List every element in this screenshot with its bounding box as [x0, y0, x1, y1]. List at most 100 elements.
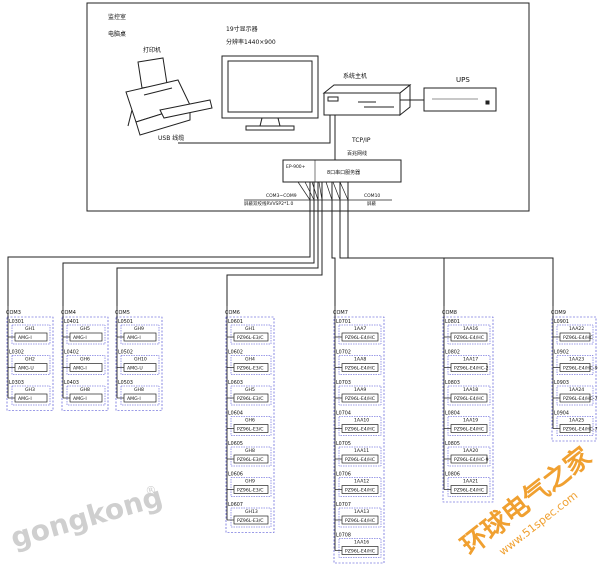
cabinet-name-label: GH8: [80, 387, 90, 393]
loop-id-label: L0805: [445, 441, 460, 447]
cabinet-name-label: GH1: [245, 326, 255, 332]
bus-cabling: [7, 181, 554, 306]
meter-frame: [230, 507, 272, 528]
com-port-label: COM8: [442, 310, 457, 316]
cabinet-name-label: GH9: [245, 479, 255, 485]
cabinet-name-label: 1AA12: [354, 479, 369, 485]
meter-frame: [338, 477, 382, 497]
loop-id-label: L0708: [336, 533, 351, 539]
monitor-icon: [221, 55, 319, 131]
ups-icon: [423, 87, 497, 112]
cabinet-name-label: GH10: [134, 357, 147, 363]
meter-model-label: PZ96L-E4/HC: [454, 488, 484, 494]
bus-line-com4: [62, 182, 315, 306]
monitor-label: 19寸显示器: [226, 25, 258, 33]
meter-frame: [230, 477, 272, 497]
meter-frame: [447, 385, 491, 406]
com-range-label: COM3~COM9: [266, 193, 297, 199]
loop-id-label: L0802: [445, 350, 460, 356]
meter-frame: [230, 355, 272, 375]
loop-id-label: L0803: [445, 380, 460, 386]
cabinet-name-label: 1AA10: [354, 418, 369, 424]
usb-cable-label: USB 线缆: [158, 134, 184, 142]
bus-group-com3: COM3L0301GH1AMG-IL0302GH2AMG-UL0303GH3AM…: [6, 306, 54, 411]
meter-frame: [230, 446, 272, 467]
cabinet-name-label: 1AA22: [569, 326, 584, 332]
meter-frame: [120, 385, 160, 406]
meter-model-label: PZ96L-E3/C: [237, 488, 263, 494]
loop-id-label: L0402: [64, 350, 79, 356]
bus-frame: [6, 316, 54, 411]
bus-group-com4: COM4L0401GH5AMG-IL0402GH6AMG-IL0403GH8AM…: [61, 306, 109, 411]
loop-id-label: L0804: [445, 411, 460, 417]
bus-frame: [115, 316, 163, 411]
loop-id-label: L0901: [554, 319, 569, 325]
meter-model-label: PZ96L-E4/HC-2: [454, 366, 489, 372]
meter-model-label: AMG-I: [73, 366, 87, 372]
meter-frame: [556, 324, 594, 345]
network-cable-label: 百兆网线: [347, 150, 367, 157]
cabinet-name-label: 1AA13: [354, 509, 369, 515]
meter-frame: [447, 416, 491, 436]
cabinet-name-label: 1AA8: [354, 357, 366, 363]
bus-group-com5: COM5L0501GH9AMG-IL0502GH10AMG-UL0503GH8A…: [115, 306, 163, 411]
bus-frame: [442, 316, 494, 503]
meter-model-label: PZ96L-E4/HC: [454, 427, 484, 433]
meter-model-label: PZ96L-E4/HC-9: [563, 366, 598, 372]
shielded-right-label: 屏蔽: [367, 200, 376, 207]
ups-label: UPS: [456, 76, 470, 84]
meter-frame: [338, 324, 382, 345]
gongkong-registered-mark: ®: [144, 483, 158, 499]
meter-model-label: PZ96L-E4/HC: [345, 457, 375, 463]
bus-group-com7: COM7L07011AA7PZ96L-E4/HCL07021AA8PZ96L-E…: [333, 306, 385, 564]
meter-frame: [120, 355, 160, 375]
device-groups: COM3L0301GH1AMG-IL0302GH2AMG-UL0303GH3AM…: [6, 306, 598, 564]
meter-model-label: AMG-U: [18, 366, 34, 372]
cabinet-name-label: GH6: [80, 357, 90, 363]
meter-model-label: AMG-I: [127, 335, 141, 341]
meter-frame: [11, 355, 51, 375]
cabinet-name-label: GH4: [245, 357, 255, 363]
meter-model-label: PZ96L-E4/HC: [345, 427, 375, 433]
com-port-label: COM3: [6, 310, 21, 316]
meter-frame: [338, 446, 382, 467]
meter-frame: [66, 355, 106, 375]
meter-frame: [556, 416, 594, 436]
meter-model-label: PZ96L-E4/HC-9: [454, 457, 489, 463]
meter-frame: [338, 355, 382, 375]
loop-id-label: L0605: [228, 441, 243, 447]
meter-model-label: PZ96L-E4/HC: [345, 488, 375, 494]
bus-frame: [551, 316, 597, 442]
fanout-line: [311, 181, 319, 201]
monitor-resolution-label: 分辨率1440×900: [226, 38, 276, 46]
loop-id-label: L0902: [554, 350, 569, 356]
bus-group-com6: COM6L0601GH1PZ96L-E3/CL0602GH4PZ96L-E3/C…: [225, 306, 275, 533]
com-port-label: COM7: [333, 310, 348, 316]
loop-id-label: L0301: [9, 319, 24, 325]
loop-id-label: L0706: [336, 472, 351, 478]
meter-model-label: PZ96L-E4/HC: [563, 335, 593, 341]
printer-icon: [125, 57, 213, 136]
cabinet-name-label: 1AA20: [463, 448, 478, 454]
fanout-line: [339, 181, 349, 201]
com-port-label: COM5: [115, 310, 130, 316]
meter-frame: [11, 324, 51, 345]
meter-model-label: PZ96L-E3/C: [237, 366, 263, 372]
cabinet-name-label: 1AA7: [354, 326, 366, 332]
loop-id-label: L0302: [9, 350, 24, 356]
meter-model-label: AMG-I: [73, 335, 87, 341]
meter-model-label: AMG-I: [127, 396, 141, 402]
bus-line-com7: [331, 182, 336, 306]
meter-model-label: PZ96L-E4/HC: [345, 366, 375, 372]
meter-frame: [556, 385, 594, 406]
cabinet-name-label: 1AA11: [354, 448, 369, 454]
meter-model-label: AMG-I: [18, 396, 32, 402]
loop-id-label: L0903: [554, 380, 569, 386]
meter-model-label: AMG-I: [18, 335, 32, 341]
meter-frame: [447, 477, 491, 497]
bus-group-com8: COM8L08011AA16PZ96L-E4/HCL08021AA17PZ96L…: [442, 306, 494, 503]
meter-frame: [338, 416, 382, 436]
room-label: 监控室: [108, 13, 126, 21]
loop-id-label: L0806: [445, 472, 460, 478]
loop-id-label: L0503: [118, 380, 133, 386]
